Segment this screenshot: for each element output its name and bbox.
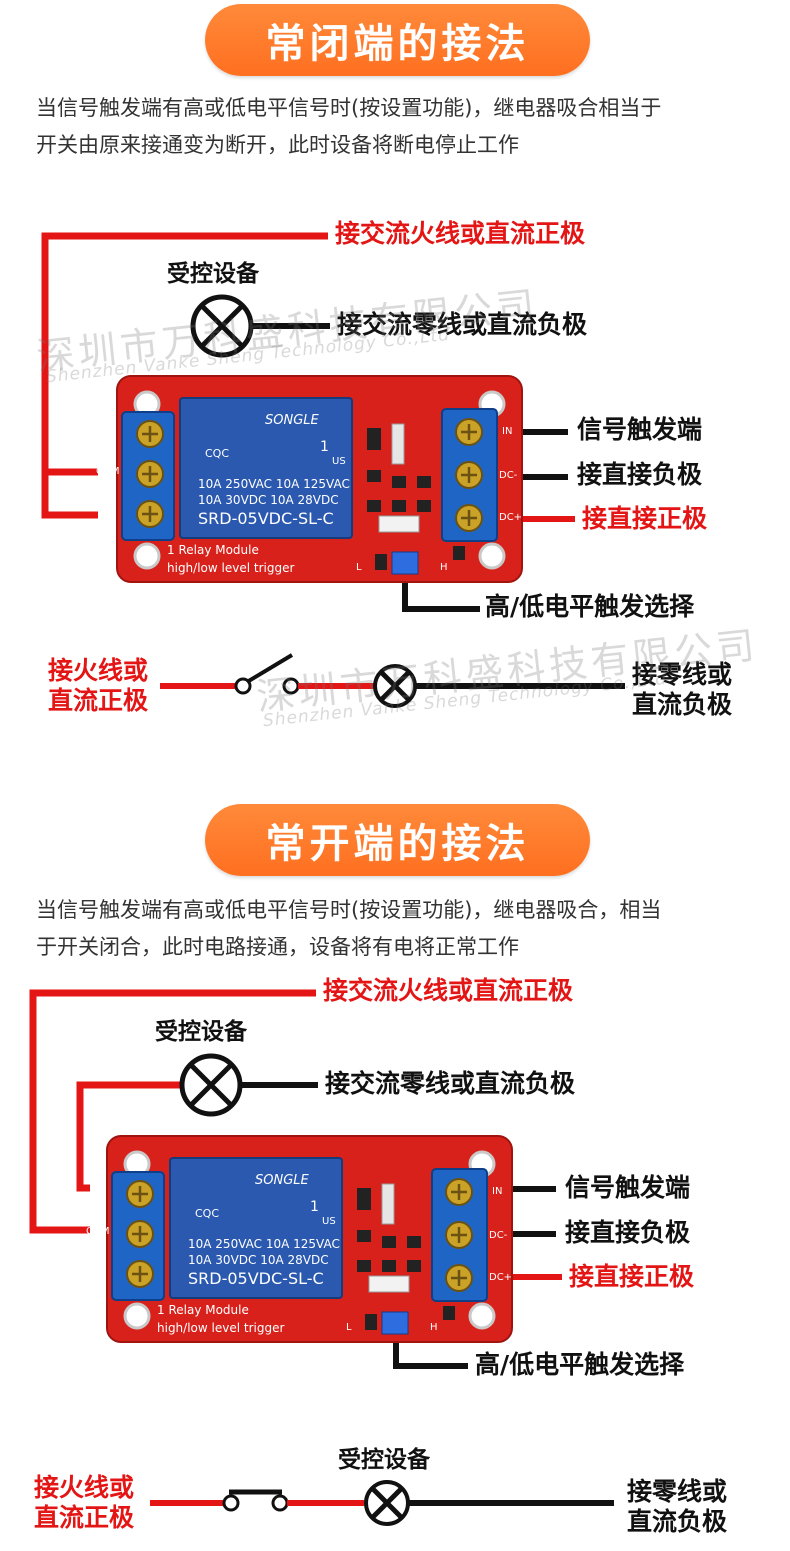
label-level-select: 高/低电平触发选择 <box>475 1350 685 1379</box>
lamp-icon <box>364 1480 410 1526</box>
terminal-label: IN <box>502 426 513 437</box>
red-wire <box>41 232 328 476</box>
label-signal-trigger: 信号触发端 <box>565 1173 691 1202</box>
lamp-icon <box>190 294 254 358</box>
relay-pin-label: 1 <box>310 1199 319 1215</box>
relay-spec: 10A 250VAC 10A 125VAC <box>198 477 350 491</box>
jumper-label: H <box>430 1322 438 1333</box>
red-wire <box>76 1081 181 1192</box>
normally-closed-section: 常闭端的接法 当信号触发端有高或低电平信号时(按设置功能)，继电器吸合相当于 开… <box>34 4 766 731</box>
terminal-label: DC+ <box>499 512 523 523</box>
terminal-label: DC- <box>489 1230 508 1241</box>
description-line: 于开关闭合，此时电路接通，设备将有电将正常工作 <box>36 935 519 959</box>
relay-cqc-mark: CQC <box>205 447 230 460</box>
label-line: 直流正极 <box>48 686 149 715</box>
label-line: 直流负极 <box>627 1507 728 1536</box>
relay-module-board <box>106 1135 513 1343</box>
label-live-dc-positive: 接火线或 直流正极 <box>34 1473 134 1533</box>
label-ac-neutral: 接交流零线或直流负极 <box>337 310 588 339</box>
relay-model: SRD-05VDC-SL-C <box>188 1269 324 1288</box>
label-neutral-dc-negative: 接零线或 直流负极 <box>627 1477 727 1537</box>
relay-us-mark: US <box>322 1216 336 1227</box>
label-controlled-device: 受控设备 <box>167 261 259 287</box>
terminal-label: DC+ <box>489 1272 513 1283</box>
relay-spec: 10A 30VDC 10A 28VDC <box>198 493 339 507</box>
label-dc-negative: 接直接负极 <box>577 460 703 489</box>
switch-icon <box>222 1489 289 1512</box>
module-label: 1 Relay Module <box>157 1303 249 1317</box>
black-wire <box>402 570 480 612</box>
label-neutral-dc-negative: 接零线或 直流负极 <box>632 660 732 720</box>
wiring-diagram <box>29 989 614 1526</box>
label-controlled-device: 受控设备 <box>338 1447 430 1473</box>
section-description: 当信号触发端有高或低电平信号时(按设置功能)，继电器吸合相当于 开关由原来接通变… <box>36 90 766 164</box>
label-ac-neutral: 接交流零线或直流负极 <box>325 1069 576 1098</box>
section-title: 常闭端的接法 <box>205 4 590 76</box>
relay-spec: 10A 250VAC 10A 125VAC <box>188 1237 340 1251</box>
jumper-label: L <box>356 562 362 573</box>
label-controlled-device: 受控设备 <box>155 1019 247 1045</box>
label-level-select: 高/低电平触发选择 <box>485 592 695 621</box>
terminal-label: IN <box>492 1186 503 1197</box>
label-line: 接火线或 <box>48 656 149 685</box>
label-dc-negative: 接直接负极 <box>565 1218 691 1247</box>
module-label: high/low level trigger <box>157 1321 285 1335</box>
relay-module-board <box>116 375 523 583</box>
terminal-label: NC <box>101 508 116 519</box>
relay-spec: 10A 30VDC 10A 28VDC <box>188 1253 329 1267</box>
terminal-label: NO <box>91 1186 107 1197</box>
description-line: 当信号触发端有高或低电平信号时(按设置功能)，继电器吸合相当于 <box>36 96 662 120</box>
lamp-icon <box>179 1053 243 1117</box>
label-ac-live: 接交流火线或直流正极 <box>323 976 574 1005</box>
label-line: 接零线或 <box>632 660 733 689</box>
label-line: 直流正极 <box>34 1503 135 1532</box>
label-ac-live: 接交流火线或直流正极 <box>335 219 586 248</box>
label-line: 直流负极 <box>632 690 733 719</box>
relay-cqc-mark: CQC <box>195 1207 220 1220</box>
label-line: 接火线或 <box>34 1473 135 1502</box>
red-wire <box>29 989 316 1234</box>
relay-us-mark: US <box>332 456 346 467</box>
terminal-label: NO <box>101 426 117 437</box>
label-signal-trigger: 信号触发端 <box>577 415 703 444</box>
label-dc-positive: 接直接正极 <box>569 1262 695 1291</box>
relay-model: SRD-05VDC-SL-C <box>198 509 334 528</box>
module-label: 1 Relay Module <box>167 543 259 557</box>
red-wire <box>41 472 98 519</box>
terminal-label: COM <box>96 466 120 477</box>
terminal-label: DC- <box>499 470 518 481</box>
relay-pin-label: 1 <box>320 439 329 455</box>
label-line: 接零线或 <box>627 1477 728 1506</box>
module-label: high/low level trigger <box>167 561 295 575</box>
description-line: 开关由原来接通变为断开，此时设备将断电停止工作 <box>36 133 519 157</box>
jumper-label: H <box>440 562 448 573</box>
terminal-label: COM <box>86 1226 110 1237</box>
section-description: 当信号触发端有高或低电平信号时(按设置功能)，继电器吸合，相当 于开关闭合，此时… <box>36 892 766 966</box>
relay-brand: SONGLE <box>255 1173 309 1188</box>
description-line: 当信号触发端有高或低电平信号时(按设置功能)，继电器吸合，相当 <box>36 898 662 922</box>
section-title: 常开端的接法 <box>205 804 590 876</box>
relay-brand: SONGLE <box>265 413 319 428</box>
normally-open-section: 常开端的接法 当信号触发端有高或低电平信号时(按设置功能)，继电器吸合，相当 于… <box>0 800 790 1551</box>
wiring-diagram <box>41 232 625 708</box>
lamp-icon <box>373 664 417 708</box>
switch-icon <box>234 653 300 695</box>
jumper-label: L <box>346 1322 352 1333</box>
terminal-label: NC <box>91 1268 106 1279</box>
label-dc-positive: 接直接正极 <box>582 504 708 533</box>
label-live-dc-positive: 接火线或 直流正极 <box>48 656 148 716</box>
